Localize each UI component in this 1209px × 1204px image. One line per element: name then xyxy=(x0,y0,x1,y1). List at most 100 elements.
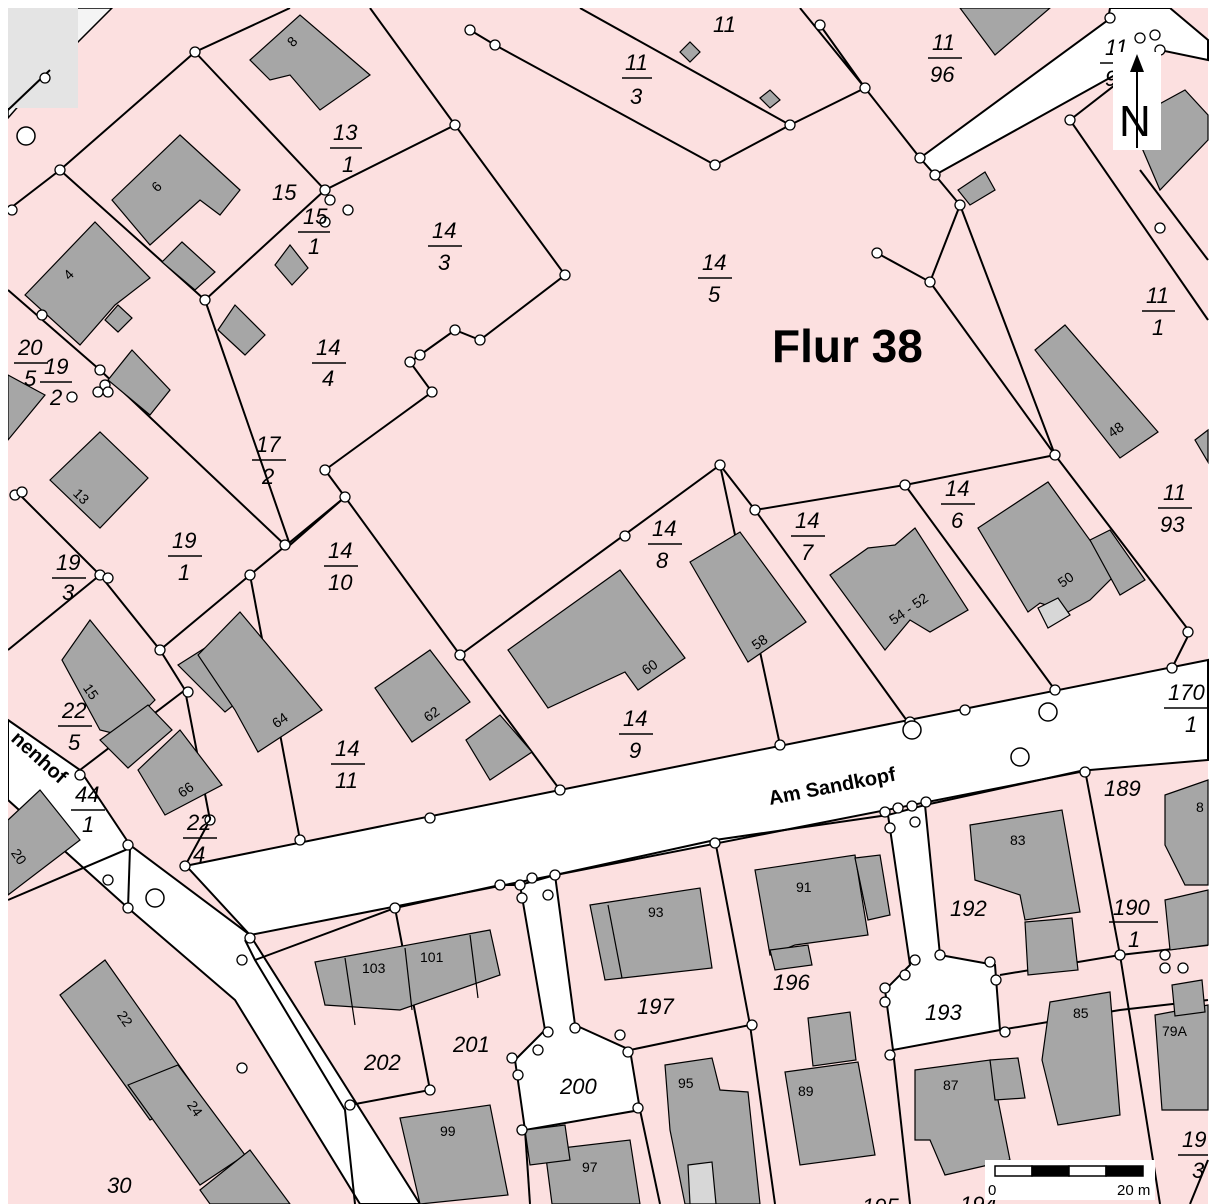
parcel-num: 14 xyxy=(335,736,359,761)
map-margin-left xyxy=(0,0,8,1204)
building-97b[interactable] xyxy=(524,1124,571,1166)
building-8[interactable] xyxy=(249,14,371,111)
house-number-99: 99 xyxy=(440,1123,456,1139)
parcel-den: 93 xyxy=(1160,512,1185,537)
parcel-label-196: 196 xyxy=(773,970,810,995)
parcel-den: 2 xyxy=(261,464,274,489)
building-95b[interactable] xyxy=(687,1161,717,1204)
building-83[interactable] xyxy=(969,809,1081,921)
building-15b[interactable] xyxy=(99,704,173,769)
building-85[interactable] xyxy=(1041,991,1121,1126)
parcel-den: 4 xyxy=(193,842,205,867)
parcel-den: 11 xyxy=(335,768,358,793)
parcel-num: 14 xyxy=(432,218,456,243)
building-89b[interactable] xyxy=(807,1011,857,1067)
parcel-num: 19 xyxy=(44,354,68,379)
parcel-num: 14 xyxy=(945,476,969,501)
building-tiny-1[interactable] xyxy=(679,41,701,63)
building-93[interactable] xyxy=(589,887,713,981)
parcel-fraction-labels: 11 11 96 11 9 11 3 13 1 15 1 14 3 14 5 1… xyxy=(14,12,1208,1183)
building-8-right[interactable] xyxy=(1164,779,1209,886)
north-arrow-letter: N xyxy=(1119,97,1151,146)
boundary-points xyxy=(6,12,1194,1136)
parcel-label-15: 15 xyxy=(272,180,297,205)
building-62[interactable] xyxy=(374,649,471,743)
building-50b[interactable] xyxy=(1089,529,1146,596)
building-66[interactable] xyxy=(137,729,223,816)
parcel-num: 20 xyxy=(17,335,43,360)
parcel-den: 8 xyxy=(656,548,669,573)
parcel-label-195: 195 xyxy=(862,1194,899,1204)
building-small-2[interactable] xyxy=(274,244,309,286)
building-99[interactable] xyxy=(399,1104,509,1204)
building-13[interactable] xyxy=(49,431,149,529)
building-79a-b[interactable] xyxy=(1171,979,1206,1017)
scale-end-label: 20 m xyxy=(1117,1182,1150,1199)
building-small-3[interactable] xyxy=(957,171,996,206)
parcel-num: 19 xyxy=(1182,1127,1206,1152)
building-26[interactable] xyxy=(199,1149,291,1204)
building-58[interactable] xyxy=(689,531,807,663)
building-60[interactable] xyxy=(507,569,686,709)
parcel-num: 14 xyxy=(702,250,726,275)
building-4c[interactable] xyxy=(107,349,171,416)
parcel-num: 14 xyxy=(623,706,647,731)
parcel-num: 13 xyxy=(333,120,358,145)
north-arrow: N xyxy=(1113,52,1161,150)
parcel-den: 1 xyxy=(308,234,320,259)
parcel-num: 22 xyxy=(186,810,211,835)
building-48[interactable] xyxy=(1034,324,1159,459)
parcel-den: 5 xyxy=(68,730,81,755)
parcel-num: 11 xyxy=(1146,283,1169,308)
parcel-num: 11 xyxy=(1163,480,1186,505)
building-right-2[interactable] xyxy=(1164,889,1209,951)
parcel-den: 1 xyxy=(1152,315,1164,340)
building-79a[interactable] xyxy=(1154,1004,1209,1111)
building-50-annex[interactable] xyxy=(1037,597,1071,629)
parcel-num: 170 xyxy=(1168,680,1205,705)
parcel-label-202: 202 xyxy=(363,1050,401,1075)
parcel-num: 14 xyxy=(328,538,352,563)
building-50[interactable] xyxy=(977,481,1116,613)
parcel-num: 44 xyxy=(75,782,99,807)
building-4[interactable] xyxy=(24,221,151,346)
building-91b[interactable] xyxy=(854,854,891,921)
building-small-1[interactable] xyxy=(217,304,266,356)
building-87b[interactable] xyxy=(989,1057,1026,1101)
building-4b[interactable] xyxy=(104,304,133,333)
road-am-sandkopf[interactable] xyxy=(182,658,1209,937)
building-91c[interactable] xyxy=(769,944,813,971)
parcel-num: 19 xyxy=(56,550,80,575)
parcel-label-201: 201 xyxy=(452,1032,490,1057)
building-tiny-2[interactable] xyxy=(759,89,781,109)
scale-segment-4 xyxy=(1105,1165,1144,1177)
building-62b[interactable] xyxy=(465,714,533,781)
building-6[interactable] xyxy=(111,134,241,246)
north-arrow-head-icon xyxy=(1130,54,1144,72)
building-64[interactable] xyxy=(197,611,323,753)
house-number-103: 103 xyxy=(362,960,386,976)
building-91[interactable] xyxy=(754,854,869,956)
road-west-diagonal[interactable] xyxy=(7,718,422,1204)
building-83b[interactable] xyxy=(1024,917,1079,976)
house-number-8-right: 8 xyxy=(1196,799,1204,815)
parcel-num: 11 xyxy=(932,30,955,55)
map-margin-top xyxy=(0,0,1209,8)
parcel-num: 14 xyxy=(316,335,340,360)
parcel-num: 14 xyxy=(795,508,819,533)
building-internal-lines xyxy=(344,904,623,1026)
building-89[interactable] xyxy=(784,1061,876,1166)
house-number-91: 91 xyxy=(796,879,812,895)
buildings xyxy=(7,7,1209,1204)
building-6b[interactable] xyxy=(161,241,216,291)
building-54-52[interactable] xyxy=(829,527,969,651)
scale-zero-label: 0 xyxy=(988,1182,996,1199)
parcel-label-189: 189 xyxy=(1104,776,1141,801)
parcel-boundaries xyxy=(7,7,1209,1204)
parcel-den: 2 xyxy=(49,385,62,410)
building-edge-r[interactable] xyxy=(1194,428,1209,465)
parcel-den: 1 xyxy=(82,812,94,837)
parcel-den: 1 xyxy=(178,560,190,585)
